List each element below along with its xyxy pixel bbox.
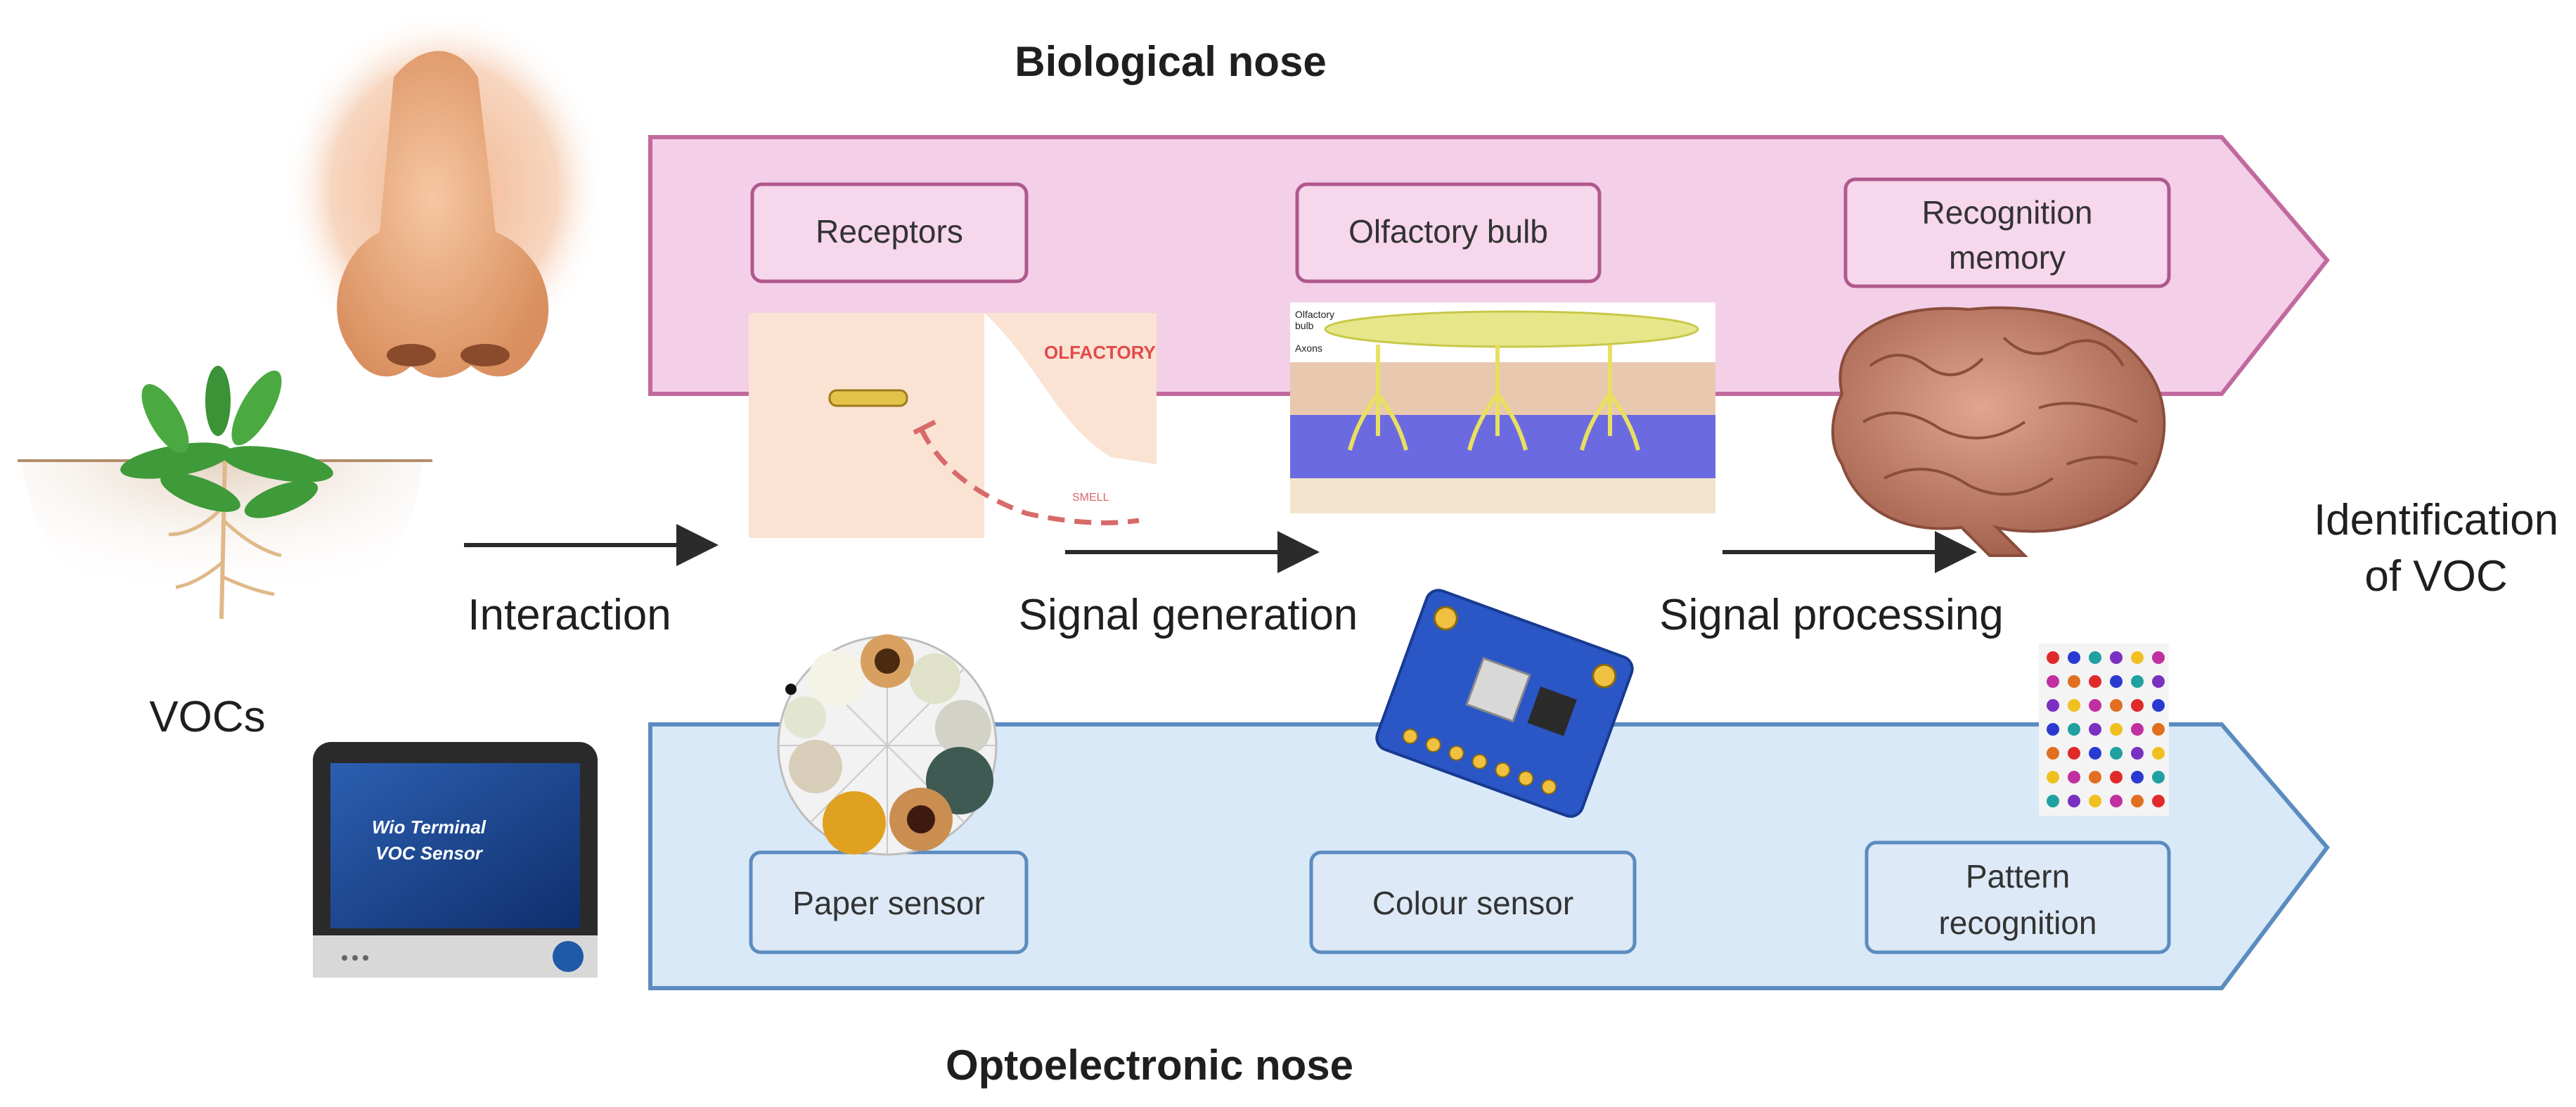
pattern-dot xyxy=(2110,795,2123,807)
pattern-dot xyxy=(2152,651,2165,664)
title-biological-nose: Biological nose xyxy=(1015,38,1326,85)
pattern-dot xyxy=(2089,651,2101,664)
pattern-dot xyxy=(2131,675,2144,688)
pattern-dot xyxy=(2047,795,2059,807)
pattern-dot xyxy=(2047,675,2059,688)
pattern-dot xyxy=(2152,699,2165,712)
label-interaction: Interaction xyxy=(468,591,671,639)
pattern-dot xyxy=(2089,795,2101,807)
pattern-dot xyxy=(2047,651,2059,664)
pattern-dot xyxy=(2131,651,2144,664)
label-vocs: VOCs xyxy=(149,693,265,741)
olfactory-anatomy-image: OLFACTORY SMELL xyxy=(749,313,1157,538)
brain-illustration xyxy=(1831,306,2166,557)
svg-text:Receptors: Receptors xyxy=(816,213,963,250)
svg-text:Paper sensor: Paper sensor xyxy=(792,885,985,921)
label-signal-processing: Signal processing xyxy=(1659,591,2003,639)
pattern-dot xyxy=(2089,747,2101,760)
pattern-dot xyxy=(2068,771,2080,783)
terminal-screen-line-1: Wio Terminal xyxy=(372,817,487,838)
pattern-dot xyxy=(2089,699,2101,712)
svg-text:SMELL: SMELL xyxy=(1072,492,1109,504)
pattern-dot xyxy=(2089,771,2101,783)
title-optoelectronic-nose: Optoelectronic nose xyxy=(946,1042,1353,1089)
pattern-dot xyxy=(2110,771,2123,783)
pattern-dot xyxy=(2047,747,2059,760)
svg-text:recognition: recognition xyxy=(1938,904,2097,941)
pattern-dot xyxy=(2068,747,2080,760)
svg-text:bulb: bulb xyxy=(1295,320,1314,331)
label-signal-generation: Signal generation xyxy=(1019,591,1358,639)
pattern-dot xyxy=(2110,675,2123,688)
svg-text:Axons: Axons xyxy=(1295,343,1322,354)
paper-sensor-disk xyxy=(777,634,998,856)
pattern-dot xyxy=(2131,795,2144,807)
pattern-dot xyxy=(2068,675,2080,688)
pattern-dot xyxy=(2068,723,2080,736)
box-receptors: Receptors xyxy=(750,182,1029,283)
pattern-dot xyxy=(2047,723,2059,736)
dot-array-pattern xyxy=(2039,644,2169,816)
wio-terminal-device: Wio Terminal VOC Sensor xyxy=(313,742,598,978)
pattern-dot xyxy=(2152,771,2165,783)
svg-text:memory: memory xyxy=(1949,239,2066,276)
pattern-dot xyxy=(2110,651,2123,664)
box-colour-sensor: Colour sensor xyxy=(1309,850,1637,954)
svg-text:Pattern: Pattern xyxy=(1966,858,2070,895)
pattern-dot xyxy=(2131,723,2144,736)
terminal-screen-line-2: VOC Sensor xyxy=(375,843,484,864)
label-identification-line-2: of VOC xyxy=(2364,552,2507,601)
pattern-dot xyxy=(2152,795,2165,807)
pattern-dot xyxy=(2047,699,2059,712)
box-pattern-recognition: Pattern recognition xyxy=(1865,840,2171,954)
pattern-dot xyxy=(2110,699,2123,712)
pattern-dot xyxy=(2068,699,2080,712)
pattern-dot xyxy=(2089,723,2101,736)
svg-text:Olfactory: Olfactory xyxy=(1295,309,1334,320)
nose-illustration xyxy=(283,11,606,378)
box-olfactory-bulb: Olfactory bulb xyxy=(1295,182,1602,283)
colour-sensor-board xyxy=(1375,589,1634,818)
pattern-dot xyxy=(2089,675,2101,688)
plant-illustration xyxy=(18,366,432,633)
pattern-dot xyxy=(2152,723,2165,736)
pattern-dot xyxy=(2131,771,2144,783)
pattern-dot xyxy=(2068,795,2080,807)
pattern-dot xyxy=(2131,699,2144,712)
svg-text:Colour sensor: Colour sensor xyxy=(1372,885,1573,921)
pattern-dot xyxy=(2152,675,2165,688)
pattern-dot xyxy=(2110,747,2123,760)
olfactory-bulb-tissue-image: Olfactory bulb Axons xyxy=(1290,302,1715,513)
pattern-dot xyxy=(2047,771,2059,783)
svg-text:Recognition: Recognition xyxy=(1922,194,2093,231)
pattern-dot xyxy=(2110,723,2123,736)
pattern-dot xyxy=(2068,651,2080,664)
pattern-dot xyxy=(2152,747,2165,760)
svg-text:OLFACTORY: OLFACTORY xyxy=(1044,342,1156,363)
box-paper-sensor: Paper sensor xyxy=(749,850,1029,954)
label-identification-line-1: Identification xyxy=(2314,496,2558,544)
pattern-dot xyxy=(2131,747,2144,760)
box-recognition-memory: Recognition memory xyxy=(1843,177,2171,288)
svg-text:Olfactory bulb: Olfactory bulb xyxy=(1348,213,1548,250)
